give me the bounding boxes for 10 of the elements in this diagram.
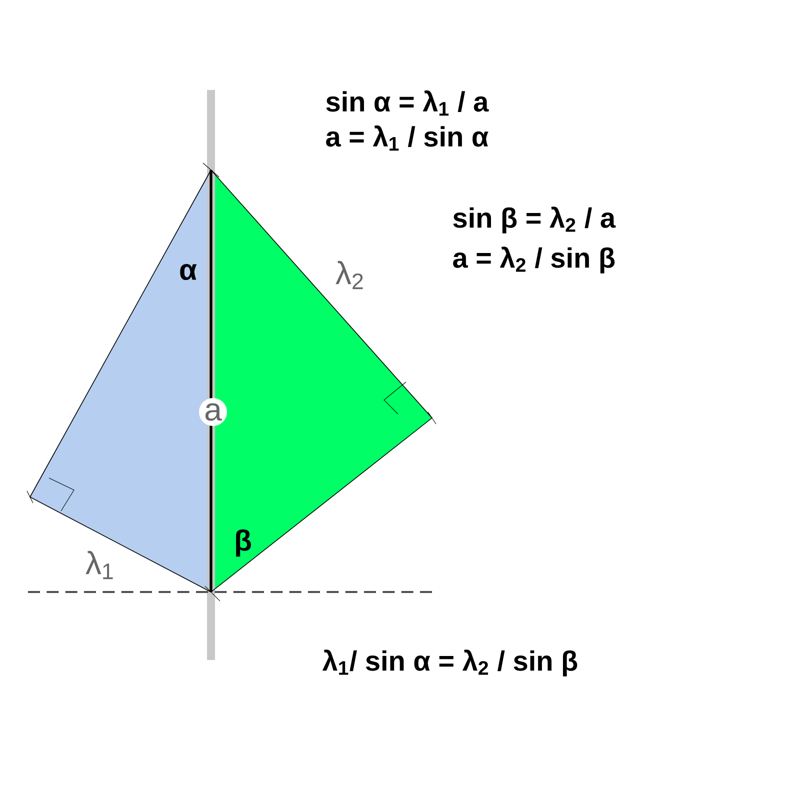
formula-text: sin α = λ$_{1}$ / a — [326, 90, 489, 116]
formula-text: a = λ$_{2}$ / sin β — [453, 246, 615, 274]
formula-text: sin β = λ$_{2}$ / a — [453, 206, 616, 234]
side-label: λ$_{2}$ — [336, 260, 363, 290]
angle-label: β — [236, 529, 251, 557]
side-label: a — [205, 403, 222, 421]
angle-label: α — [180, 264, 197, 280]
side-label: λ$_{1}$ — [86, 550, 113, 580]
formula-text: a = λ$_{1}$ / sin α — [326, 125, 488, 151]
formula-text: λ$_{1}$/ sin α = λ$_{2}$ / sin β — [322, 650, 578, 676]
